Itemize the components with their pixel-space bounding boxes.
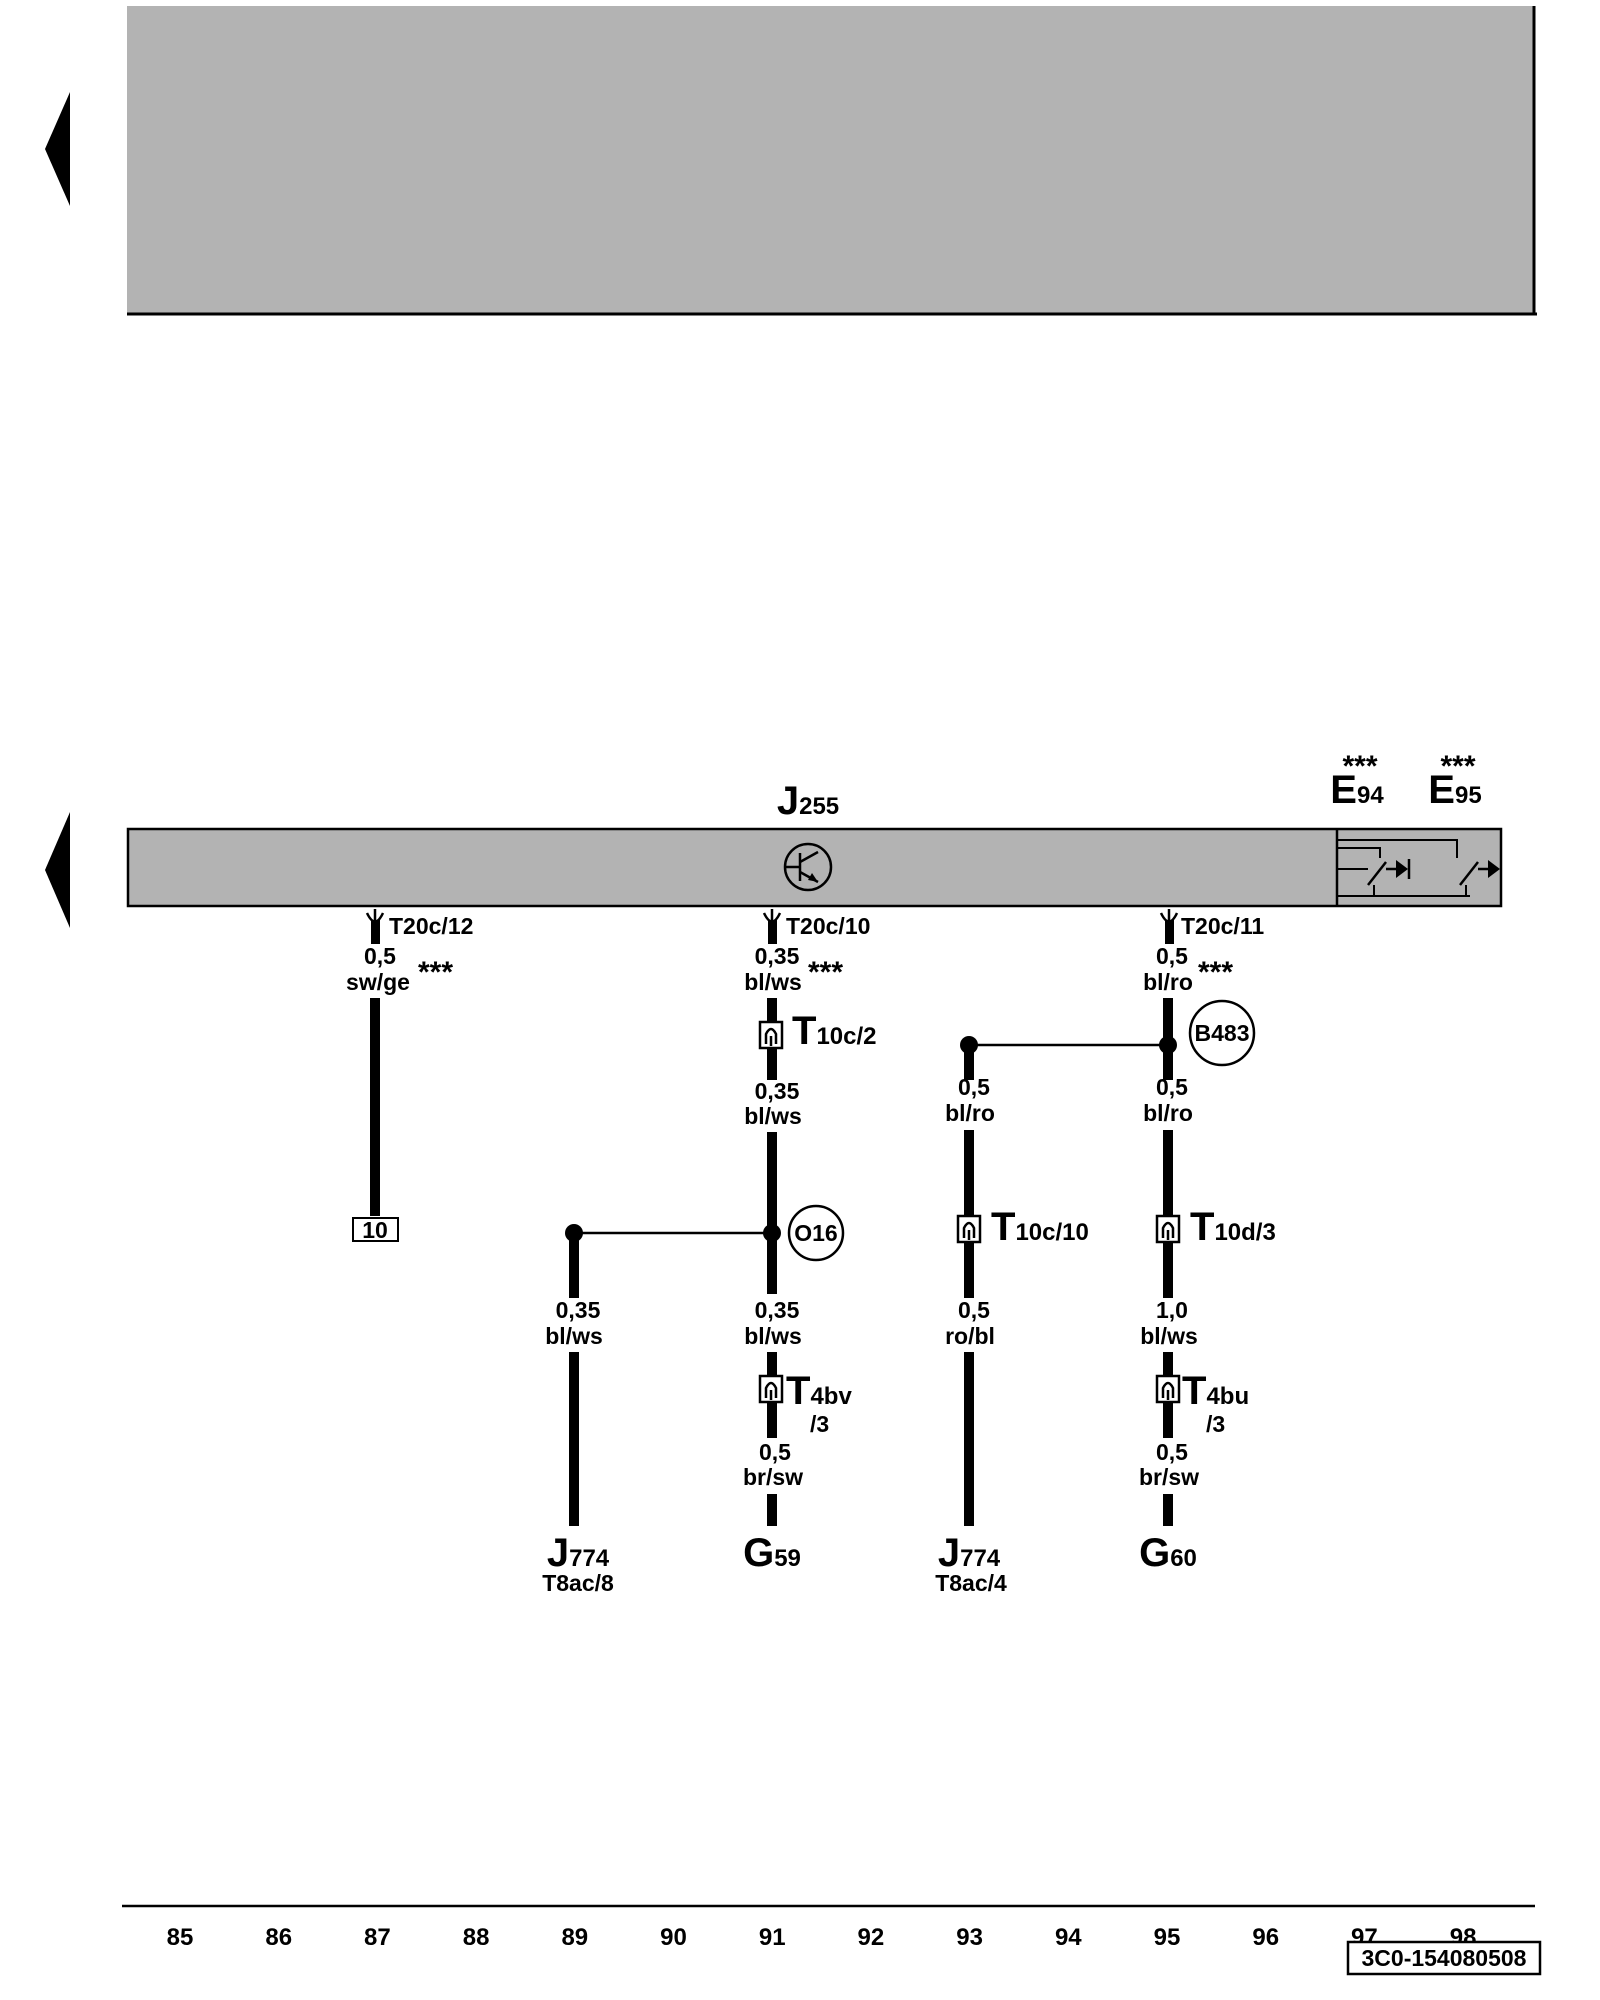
top-panel: [127, 6, 1535, 314]
wire-color: bl/ws: [545, 1323, 603, 1349]
pin-wire-color: bl/ws: [744, 969, 802, 995]
switch-icon: [1367, 859, 1411, 896]
wire-color: ro/bl: [945, 1323, 995, 1349]
switch-e95-label: E95: [1428, 768, 1481, 812]
terminal-label: G59: [743, 1531, 801, 1575]
ground-pin-icon: [365, 909, 385, 944]
doc-id: 3C0-154080508: [1362, 1945, 1527, 1971]
left-arrow-icon[interactable]: [45, 92, 70, 206]
connector-icon: [1155, 1214, 1181, 1244]
wire-size: 0,35: [556, 1297, 601, 1323]
connector-label: T10c/10: [991, 1205, 1089, 1249]
wire-color: bl/ro: [945, 1100, 995, 1126]
grid-number: 94: [1055, 1924, 1082, 1951]
terminal-label: J774: [547, 1531, 610, 1575]
option-mark: ***: [808, 956, 843, 989]
connector-label: T4bu: [1182, 1369, 1249, 1413]
switch-box: [1335, 829, 1500, 906]
wire-size: 1,0: [1156, 1297, 1188, 1323]
wire-size: 0,35: [755, 1078, 800, 1104]
doc-id-box: [1346, 1940, 1542, 1976]
terminal-label: J774: [938, 1531, 1001, 1575]
connector-icon: [758, 1020, 784, 1050]
module-bar: [126, 827, 1503, 908]
grid-number: 95: [1154, 1924, 1181, 1951]
option-mark: ***: [418, 956, 453, 989]
pin-wire-size: 0,5: [364, 943, 396, 969]
pin-wire-color: sw/ge: [346, 969, 410, 995]
splice-label: O16: [794, 1220, 837, 1246]
grid-number: 89: [561, 1924, 588, 1951]
terminal-pin: T8ac/4: [935, 1570, 1007, 1596]
splice-icon: [787, 1204, 845, 1262]
pin-label: T20c/12: [389, 913, 473, 939]
connector-label: T10d/3: [1190, 1205, 1276, 1249]
connector-sublabel: /3: [810, 1411, 829, 1437]
grid-number: 96: [1252, 1924, 1279, 1951]
option-mark: ***: [1198, 956, 1233, 989]
wire-size: 0,5: [759, 1439, 791, 1465]
switch-e94-label: E94: [1330, 768, 1384, 812]
grid-number: 91: [759, 1924, 786, 1951]
connector-icon: [1155, 1374, 1181, 1404]
wire-size: 0,5: [958, 1297, 990, 1323]
wire-size: 0,5: [958, 1074, 990, 1100]
grid-number: 88: [463, 1924, 490, 1951]
pin-wire-color: bl/ro: [1143, 969, 1193, 995]
pin-label: T20c/11: [1181, 913, 1264, 939]
switch-icon: [1459, 860, 1500, 896]
wire-size: 0,35: [755, 1297, 800, 1323]
pin-wire-size: 0,5: [1156, 943, 1188, 969]
splice-icon: [1188, 999, 1256, 1067]
connector-icon: [956, 1214, 982, 1244]
ground-pin-icon: [762, 909, 782, 944]
grid-number: 87: [364, 1924, 391, 1951]
terminal-label: G60: [1139, 1531, 1197, 1575]
switch-e95-mark: ***: [1440, 750, 1475, 783]
connector-label: T10c/2: [792, 1009, 877, 1053]
wire-color: br/sw: [743, 1464, 803, 1490]
wire-color: bl/ws: [744, 1103, 802, 1129]
wire-size: 0,5: [1156, 1439, 1188, 1465]
splice-label: B483: [1195, 1020, 1250, 1046]
connector-icon: [758, 1374, 784, 1404]
wire-color: bl/ws: [1140, 1323, 1198, 1349]
wire-color: bl/ws: [744, 1323, 802, 1349]
wire-color: bl/ro: [1143, 1100, 1193, 1126]
wire-size: 0,5: [1156, 1074, 1188, 1100]
connector-sublabel: /3: [1206, 1411, 1225, 1437]
reference-box: [352, 1217, 399, 1242]
left-arrow-icon[interactable]: [45, 812, 70, 928]
transistor-icon: [783, 842, 833, 892]
terminal-pin: T8ac/8: [542, 1570, 614, 1596]
grid-number: 92: [858, 1924, 885, 1951]
grid-number: 93: [956, 1924, 983, 1951]
wire-color: br/sw: [1139, 1464, 1199, 1490]
grid-number: 85: [167, 1924, 194, 1951]
switch-e94-mark: ***: [1342, 750, 1377, 783]
grid-number: 90: [660, 1924, 687, 1951]
pin-wire-size: 0,35: [755, 943, 800, 969]
ground-pin-icon: [1159, 909, 1179, 944]
reference-box-label: 10: [362, 1217, 388, 1243]
connector-label: T4bv: [786, 1369, 852, 1413]
module-label: J255: [777, 779, 839, 823]
grid-number: 86: [265, 1924, 292, 1951]
pin-label: T20c/10: [786, 913, 870, 939]
